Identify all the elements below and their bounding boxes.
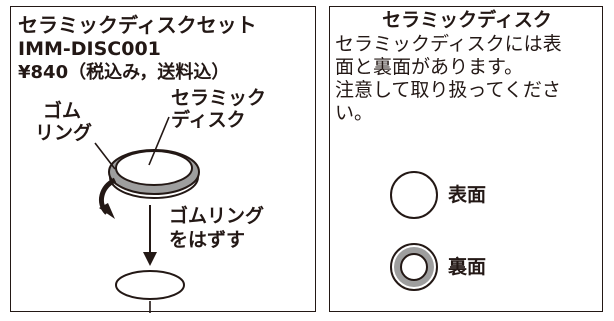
ring-leader-line (94, 142, 116, 170)
back-side-circle (390, 243, 438, 291)
label-remove-line1: ゴムリング (169, 205, 265, 227)
label-disc-line2: ディスク (171, 109, 246, 131)
removal-arrowhead (99, 203, 115, 219)
set-title: セラミックディスクセット (18, 13, 257, 37)
back-side-label: 裏面 (448, 256, 487, 278)
label-disc-line1: セラミック (171, 87, 267, 109)
separated-disc (115, 270, 185, 300)
disc-leader-line (148, 116, 170, 166)
down-arrowhead (143, 252, 157, 266)
description-line-3: 注意して取り扱ってくださ (335, 79, 561, 101)
label-gomu-line1: ゴム (43, 100, 82, 122)
ceramic-disc-panel: セラミックディスク セラミックディスクには表 面と裏面があります。 注意して取り… (329, 6, 603, 312)
product-code: IMM-DISC001 (18, 38, 161, 60)
price: ¥840（税込み，送料込） (18, 62, 230, 83)
disc-title: セラミックディスク (382, 9, 552, 31)
front-side-label: 表面 (448, 184, 487, 206)
disc-with-ring-illustration (108, 149, 200, 199)
description-line-4: い。 (335, 102, 374, 124)
disc-diagram (94, 116, 200, 313)
label-remove-line2: をはずす (169, 229, 246, 251)
label-gomu-line2: リング (35, 122, 93, 144)
description-line-2: 面と裏面があります。 (335, 56, 524, 78)
disc-sides-diagram (390, 171, 438, 291)
description-line-1: セラミックディスクには表 (335, 33, 562, 55)
front-side-circle (390, 171, 438, 219)
disc-set-panel: セラミックディスクセット IMM-DISC001 ¥840（税込み，送料込） ゴ… (10, 6, 316, 313)
